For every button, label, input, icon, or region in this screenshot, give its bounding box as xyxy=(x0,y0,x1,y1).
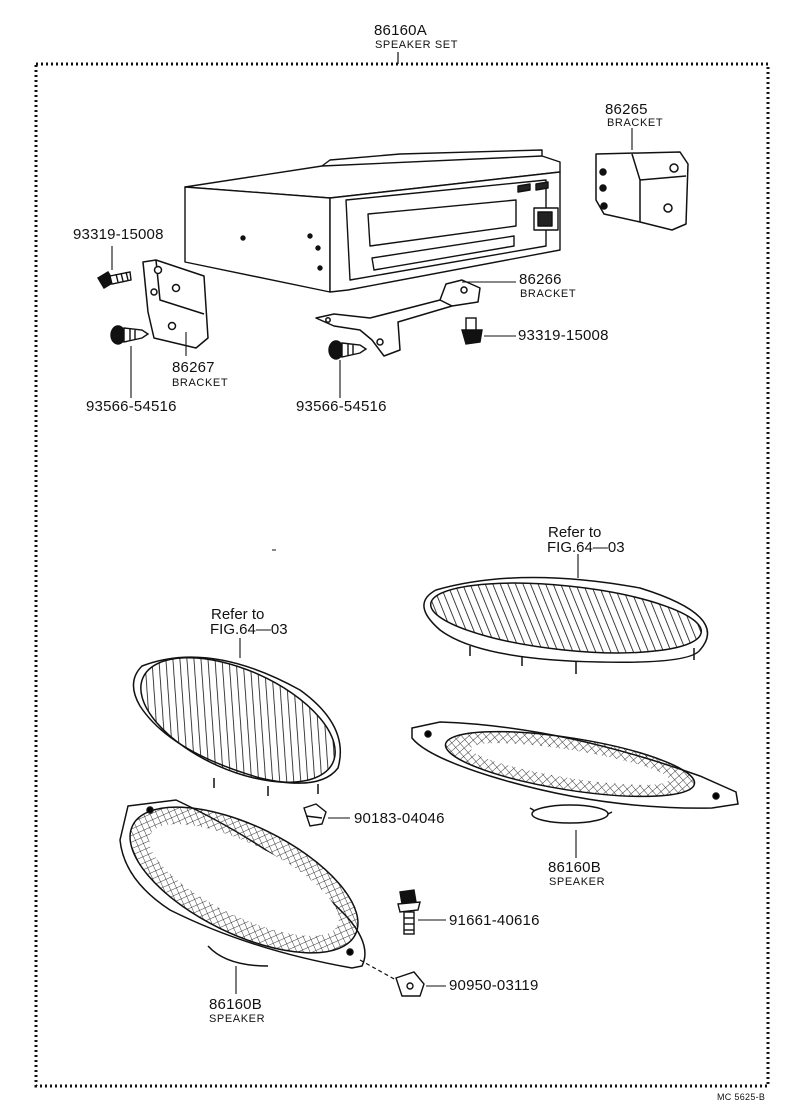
grille-right-shape xyxy=(423,576,709,674)
footer-code: MC 5625-B xyxy=(717,1092,766,1102)
speaker-right-part-number: 86160B xyxy=(548,859,601,876)
speaker-right-name: SPEAKER xyxy=(549,876,606,888)
set-border xyxy=(34,62,770,1088)
screw-93319-left-shape xyxy=(97,271,132,289)
screw-93566-left-shape xyxy=(110,325,150,345)
bracket-86265-part-number: 86265 xyxy=(605,101,648,118)
nut-part-number: 90950-03119 xyxy=(449,977,539,994)
screw-right-part-number: 93319-15008 xyxy=(518,327,609,344)
bracket-86267-shape xyxy=(142,259,209,349)
set-name: SPEAKER SET xyxy=(375,39,459,51)
speaker-left-shape xyxy=(119,799,366,969)
nut-dashed-leader xyxy=(359,959,397,981)
bracket-86266-name: BRACKET xyxy=(520,288,577,300)
tap-screw-center-part-number: 93566-54516 xyxy=(296,398,387,415)
clip-nut-part-number: 90183-04046 xyxy=(354,810,445,827)
screw-93566-center-shape xyxy=(328,340,368,360)
radio-unit xyxy=(184,149,561,293)
bracket-86267-part-number: 86267 xyxy=(172,359,215,376)
ref-left-line1: Refer to xyxy=(211,606,265,623)
screw-left-part-number: 93319-15008 xyxy=(73,226,164,243)
ref-right-line2: FIG.64—03 xyxy=(547,539,625,556)
bracket-86266-part-number: 86266 xyxy=(519,271,562,288)
ref-left-line2: FIG.64—03 xyxy=(210,621,288,638)
speaker-right-shape xyxy=(411,721,739,824)
leader-lines-upper xyxy=(111,128,633,398)
bracket-86267-name: BRACKET xyxy=(172,377,229,389)
bracket-86265-shape xyxy=(595,151,689,231)
speaker-left-part-number: 86160B xyxy=(209,996,262,1013)
bolt-part-number: 91661-40616 xyxy=(449,912,540,929)
screw-93319-right-shape xyxy=(461,317,483,345)
bracket-86265-name: BRACKET xyxy=(607,117,664,129)
nut-shape xyxy=(395,971,425,997)
tap-screw-left-part-number: 93566-54516 xyxy=(86,398,177,415)
speaker-left-name: SPEAKER xyxy=(209,1013,266,1025)
bracket-86266-shape xyxy=(315,279,481,357)
grille-left-shape xyxy=(132,656,342,796)
set-part-number: 86160A xyxy=(374,22,427,39)
clip-nut-shape xyxy=(303,803,327,827)
bolt-shape xyxy=(397,889,421,935)
ref-right-line1: Refer to xyxy=(548,524,602,541)
